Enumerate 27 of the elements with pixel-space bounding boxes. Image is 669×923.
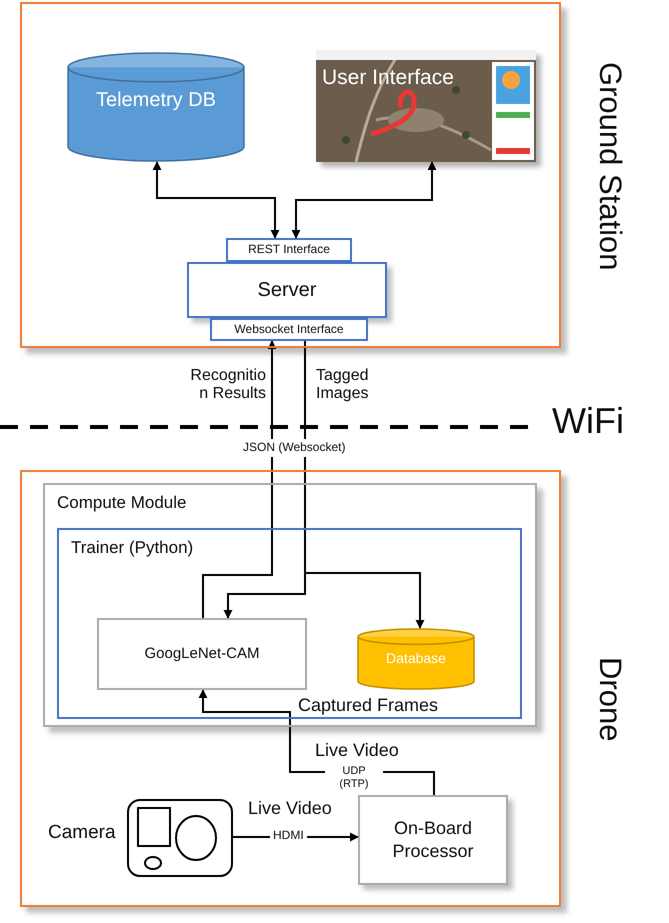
node-label: Camera (48, 822, 116, 844)
process-box: Websocket Interface (210, 318, 368, 341)
node-label: User Interface (322, 66, 454, 90)
process-box: REST Interface (226, 238, 352, 262)
node-label: Database (385, 649, 447, 668)
group-title: Trainer (Python) (71, 538, 194, 558)
text-label: WiFi (552, 400, 624, 442)
database-cylinder (357, 628, 475, 690)
group-title: Compute Module (57, 493, 186, 513)
arrow (202, 340, 276, 618)
edge-label: Tagged Images (316, 367, 370, 404)
group-box (57, 528, 522, 719)
process-box: Server (187, 262, 387, 318)
database-cylinder (67, 52, 245, 162)
process-box: GoogLeNet-CAM (97, 618, 307, 690)
text-label: Live Video (315, 740, 399, 761)
text-label: Live Video (248, 798, 332, 819)
group-box (43, 483, 537, 727)
side-heading: Drone (592, 657, 628, 742)
edge-label: UDP (RTP) (325, 765, 383, 790)
side-heading: Ground Station (592, 62, 628, 271)
arrow (152, 161, 280, 239)
node-label: Telemetry DB (94, 88, 218, 113)
process-box: On-Board Processor (358, 795, 508, 885)
arrow (292, 161, 436, 239)
edge-label: Recognitio n Results (189, 367, 266, 404)
text-label: Captured Frames (298, 695, 438, 716)
